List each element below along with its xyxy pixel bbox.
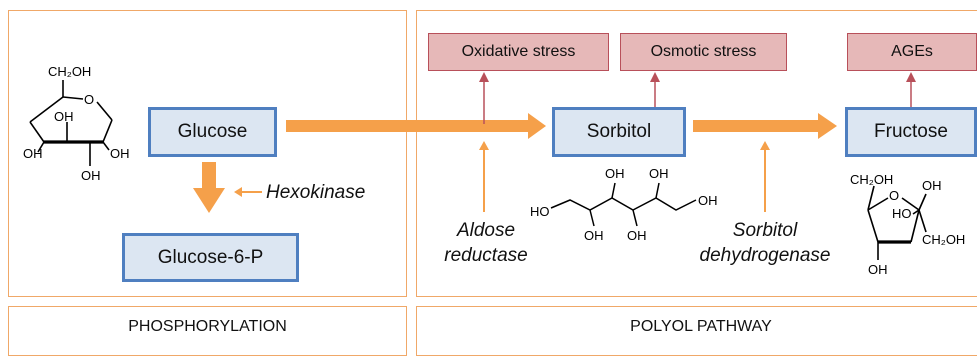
oxidative-stress-box: Oxidative stress [428,33,609,71]
fructose-node: Fructose [845,107,977,157]
phosphorylation-label: PHOSPHORYLATION [128,318,287,335]
aldose-reductase-label: Aldose reductase [430,218,542,268]
glucose-structure: CH₂OH O OH OH OH OH [23,64,130,183]
glucose-ring-o-label: O [84,92,94,107]
glucose-oh-label-3: OH [110,146,130,161]
sorbitol-oh-label-5: OH [698,193,718,208]
sorbitol-oh-label-4: OH [649,166,669,181]
glucose-ch2oh-label: CH₂OH [48,64,91,79]
aldose-line-1: Aldose [456,220,516,241]
aldose-line-2: reductase [444,245,528,266]
to-oxidative-stress-arrow [479,72,489,124]
sorbitol-node: Sorbitol [552,107,686,157]
sorbitol-oh-label-3: OH [627,228,647,243]
ages-box: AGEs [847,33,977,71]
aldose-reductase-arrow [479,141,489,212]
to-ages-arrow [906,72,916,108]
sorbitol-oh-label-2: OH [605,166,625,181]
glucose-oh-label-2: OH [23,146,43,161]
fructose-oh-label-2: OH [868,262,888,277]
fructose-ring-o-label: O [889,188,899,203]
glucose-6-p-node: Glucose-6-P [122,233,299,282]
glucose-oh-label-1: OH [54,109,74,124]
fructose-ho-label: HO [892,206,912,221]
to-osmotic-stress-arrow [650,72,660,108]
fructose-ch2oh-label-2: CH₂OH [922,232,965,247]
sorbitol-oh-label-1: OH [584,228,604,243]
polyol-pathway-label: POLYOL PATHWAY [630,318,772,335]
sorbitol-to-fructose-arrow [693,113,837,139]
osmotic-stress-box: Osmotic stress [620,33,787,71]
sdh-line-1: Sorbitol [732,220,798,241]
fructose-structure: CH₂OH O OH HO CH₂OH OH [850,172,965,277]
hexokinase-label: Hexokinase [266,182,366,203]
fructose-oh-label-1: OH [922,178,942,193]
sorbitol-dehydrogenase-label: Sorbitol dehydrogenase [695,218,835,268]
sorbitol-ho-label: HO [530,204,550,219]
glucose-node: Glucose [148,107,277,157]
glucose-to-g6p-arrow [193,162,225,213]
hexokinase-arrow [234,187,262,197]
polyol-panel [416,10,977,297]
sorbitol-dehydrogenase-arrow [760,141,770,212]
sdh-line-2: dehydrogenase [699,245,831,266]
pathway-arrows [193,72,916,213]
glucose-to-sorbitol-arrow [286,113,546,139]
fructose-ch2oh-label-1: CH₂OH [850,172,893,187]
sorbitol-structure: HO OH OH OH OH OH [530,166,718,243]
glucose-oh-label-4: OH [81,168,101,183]
phosphorylation-panel [8,10,407,297]
